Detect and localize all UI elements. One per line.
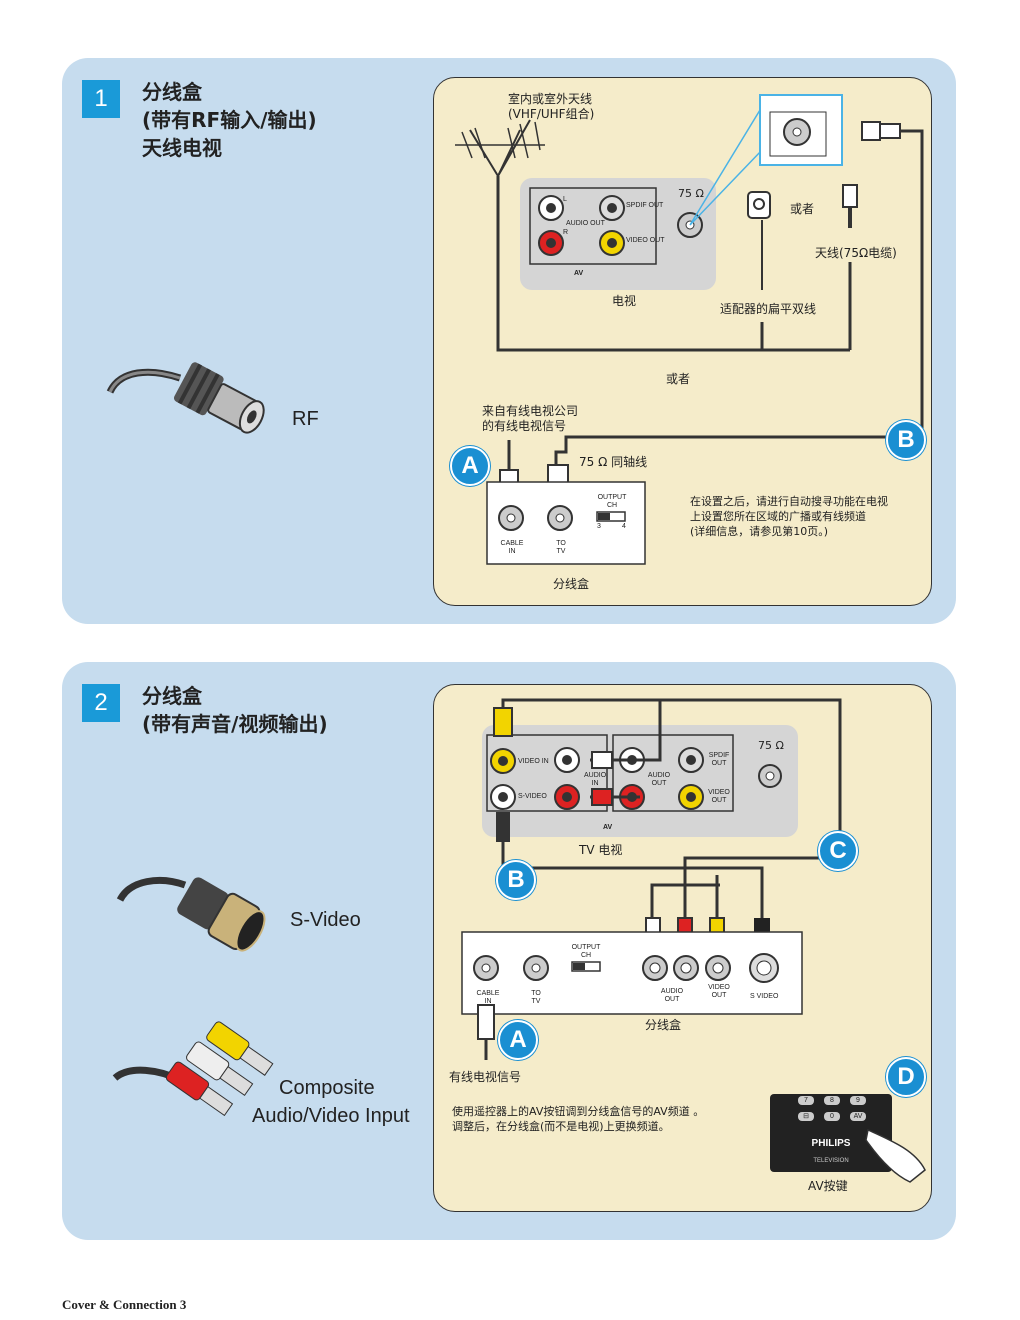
tv-svideo-label: S-VIDEO — [518, 793, 547, 800]
badge-c: C — [818, 831, 858, 871]
rf-label: RF — [292, 408, 319, 430]
section-1-number: 1 — [82, 80, 120, 118]
box-output-ch-label: OUTPUT CH — [597, 494, 627, 509]
box-to-tv-label: TO TV — [556, 540, 566, 555]
antenna-cable-label: 天线(75Ω电缆) — [815, 246, 897, 260]
tv-video-out-label: VIDEO OUT — [626, 237, 665, 244]
tv-label: 电视 — [612, 294, 637, 308]
section-2-number: 2 — [82, 684, 120, 722]
tv-l-label: L — [563, 196, 567, 203]
or-label-1: 或者 — [790, 202, 815, 216]
tv-av-label: AV — [574, 270, 584, 277]
remote-sub: TELEVISION — [813, 1158, 849, 1164]
svideo-label: S-Video — [290, 909, 361, 931]
box2-output-ch-label: OUTPUT CH — [571, 944, 601, 959]
coax-label: 75 Ω 同轴线 — [579, 455, 648, 469]
badge-a: A — [450, 446, 490, 486]
badge-b: B — [886, 420, 926, 460]
or-label-2: 或者 — [666, 372, 691, 386]
box-ch4: 4 — [622, 523, 626, 530]
tv-r-label: R — [563, 229, 569, 236]
cable-signal-label: 来自有线电视公司 的有线电视信号 — [482, 404, 579, 433]
tv-audio-out-label: AUDIO OUT — [566, 220, 605, 227]
tv-spdif-out-label: SPDIF OUT — [626, 202, 664, 209]
remote-brand: PHILIPS — [811, 1138, 851, 1149]
page-footer: Cover & Connection 3 — [62, 1297, 187, 1312]
box2-label: 分线盒 — [645, 1018, 682, 1032]
tv-spdif-out-label: SPDIF OUT — [708, 752, 730, 767]
av-button-label: AV按键 — [808, 1179, 848, 1193]
tv-video-in-label: VIDEO IN — [518, 758, 549, 765]
remote-key-av[interactable]: AV — [853, 1113, 863, 1120]
box-cable-in-label: CABLE IN — [500, 540, 524, 555]
box2-cable-in-label: CABLE IN — [476, 990, 500, 1005]
tv-audio-out-label: AUDIO OUT — [647, 772, 671, 787]
av-note: 使用遥控器上的AV按钮调到分线盒信号的AV频道 。 调整后，在分线盒(而不是电视… — [452, 1105, 705, 1133]
box2-svideo-label: S VIDEO — [750, 993, 779, 1000]
tv-label-2: TV 电视 — [579, 843, 623, 857]
box2-to-tv-label: TO TV — [531, 990, 541, 1005]
box-label: 分线盒 — [553, 577, 590, 591]
box2-video-out-label: VIDEO OUT — [708, 984, 730, 999]
remote-key-9[interactable]: 9 — [856, 1097, 860, 1104]
remote-key-menu[interactable]: ⊟ — [803, 1113, 809, 1120]
tv-av-label: AV — [603, 824, 613, 831]
badge-a-2: A — [498, 1020, 538, 1060]
tv-video-out-label: VIDEO OUT — [708, 789, 730, 804]
setup-note: 在设置之后，请进行自动搜寻功能在电视 上设置您所在区域的广播或有线频道 (详细信… — [690, 495, 888, 538]
remote-key-8[interactable]: 8 — [830, 1097, 834, 1104]
section-2-title: 分线盒 (带有声音/视频输出) — [142, 684, 328, 736]
flat-twin-label: 适配器的扁平双线 — [720, 302, 817, 316]
box2-audio-out-label: AUDIO OUT — [660, 988, 684, 1003]
badge-b-2: B — [496, 860, 536, 900]
remote-key-0[interactable]: 0 — [830, 1113, 834, 1120]
antenna-label: 室内或室外天线 (VHF/UHF组合) — [508, 92, 595, 121]
remote-key-7[interactable]: 7 — [804, 1097, 808, 1104]
section-1-title: 分线盒 (带有RF输入/输出) 天线电视 — [142, 80, 317, 160]
badge-d: D — [886, 1057, 926, 1097]
tv-audio-in-label: AUDIO IN — [584, 772, 607, 787]
tv-ohm-label: 75 Ω — [678, 187, 704, 200]
cable-signal-2: 有线电视信号 — [449, 1070, 522, 1084]
box-ch3: 3 — [597, 523, 601, 530]
composite-label-line1: Composite — [279, 1077, 375, 1099]
tv-ohm-label: 75 Ω — [758, 739, 784, 752]
composite-label-line2: Audio/Video Input — [252, 1105, 410, 1127]
